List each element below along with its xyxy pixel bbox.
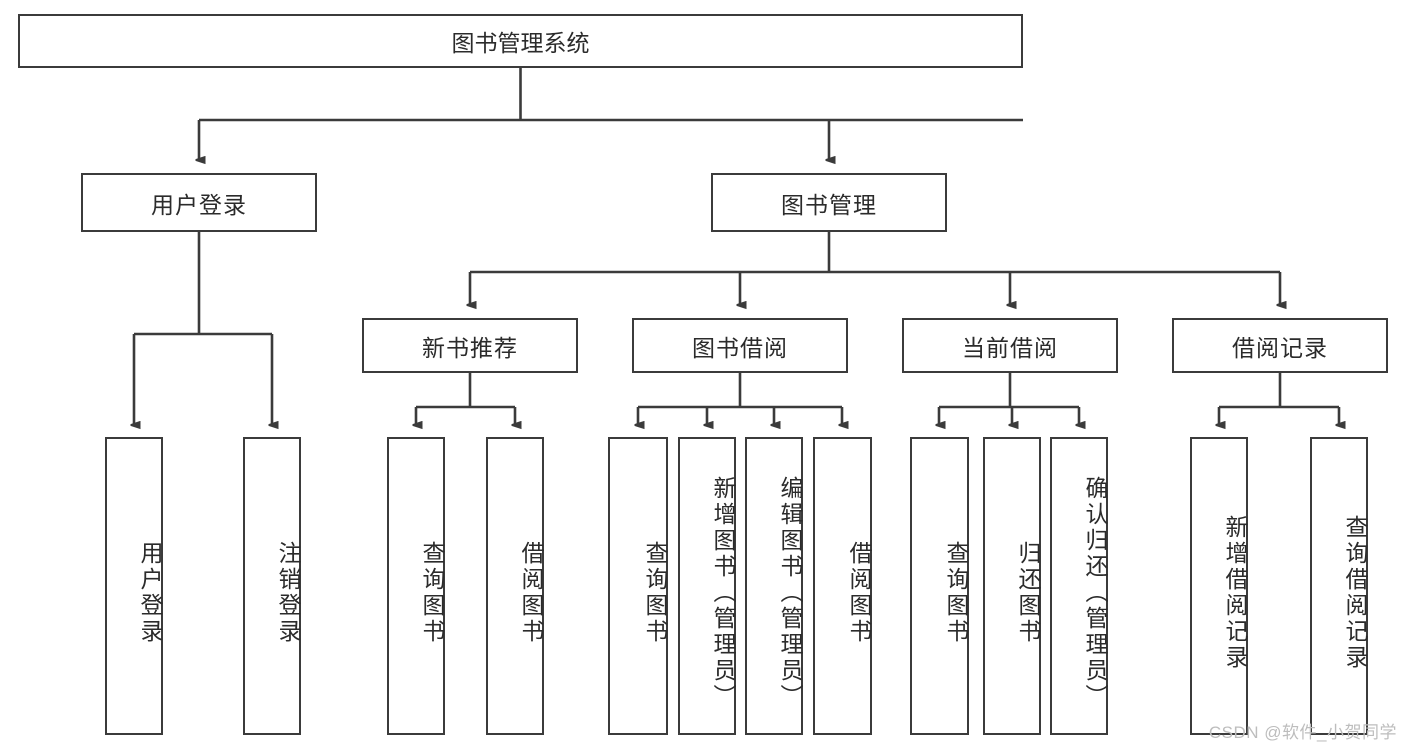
- leaf-node[interactable]: 新增图书（管理员）: [678, 437, 736, 735]
- node-new-book-recommend[interactable]: 新书推荐: [362, 318, 578, 373]
- leaf-label: 编辑图书（管理员）: [777, 476, 803, 710]
- node-root-label: 图书管理系统: [451, 30, 590, 56]
- leaf-node[interactable]: 确认归还（管理员）: [1050, 437, 1108, 735]
- leaf-label: 借阅图书: [518, 541, 544, 645]
- node-book-borrow[interactable]: 图书借阅: [632, 318, 848, 373]
- leaf-label: 归还图书: [1015, 541, 1041, 645]
- leaf-node[interactable]: 查询图书: [387, 437, 445, 735]
- node-label: 借阅记录: [1232, 334, 1328, 361]
- leaf-label: 确认归还（管理员）: [1082, 476, 1108, 710]
- leaf-node[interactable]: 归还图书: [983, 437, 1041, 735]
- node-root[interactable]: 图书管理系统: [18, 14, 1023, 68]
- leaf-label: 新增借阅记录: [1222, 515, 1248, 671]
- node-user-login-group[interactable]: 用户登录: [81, 173, 317, 232]
- leaf-node[interactable]: 编辑图书（管理员）: [745, 437, 803, 735]
- node-current-borrow[interactable]: 当前借阅: [902, 318, 1118, 373]
- leaf-label: 注销登录: [275, 541, 301, 645]
- node-label: 新书推荐: [422, 334, 518, 361]
- leaf-label: 用户登录: [137, 541, 163, 645]
- node-label: 图书管理: [781, 191, 877, 218]
- node-label: 图书借阅: [692, 334, 788, 361]
- leaf-label: 新增图书（管理员）: [710, 476, 736, 710]
- node-label: 当前借阅: [962, 334, 1058, 361]
- leaf-label: 查询图书: [642, 541, 668, 645]
- leaf-node[interactable]: 借阅图书: [813, 437, 872, 735]
- leaf-label: 查询图书: [943, 541, 969, 645]
- leaf-node[interactable]: 查询借阅记录: [1310, 437, 1368, 735]
- leaf-node[interactable]: 借阅图书: [486, 437, 544, 735]
- leaf-node[interactable]: 用户登录: [105, 437, 163, 735]
- leaf-node[interactable]: 新增借阅记录: [1190, 437, 1248, 735]
- leaf-label: 查询图书: [419, 541, 445, 645]
- node-label: 用户登录: [151, 191, 247, 218]
- node-book-management-group[interactable]: 图书管理: [711, 173, 947, 232]
- leaf-label: 查询借阅记录: [1342, 515, 1368, 671]
- leaf-node[interactable]: 查询图书: [608, 437, 668, 735]
- leaf-node[interactable]: 查询图书: [910, 437, 969, 735]
- node-borrow-record[interactable]: 借阅记录: [1172, 318, 1388, 373]
- leaf-label: 借阅图书: [846, 541, 872, 645]
- leaf-node[interactable]: 注销登录: [243, 437, 301, 735]
- csdn-watermark: CSDN @软件_小贺同学: [1208, 723, 1397, 742]
